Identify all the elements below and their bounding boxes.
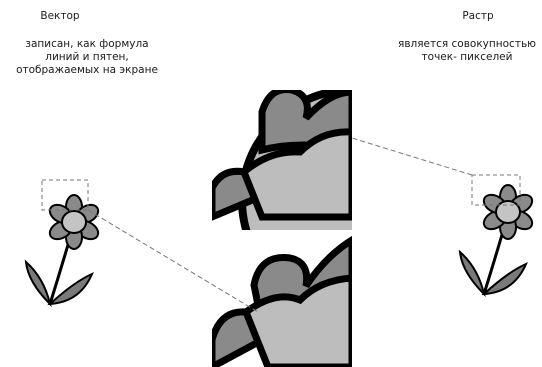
vector-connector-line (87, 209, 259, 313)
raster-description: является совокупностью точек- пикселей (398, 38, 536, 63)
raster-title: Растр (462, 10, 494, 22)
raster-connector-line (351, 137, 473, 176)
vector-selection-box (41, 179, 89, 211)
vector-zoom (212, 230, 352, 367)
vector-title: Вектор (40, 10, 80, 22)
zoom-panels (212, 90, 352, 367)
vector-description: записан, как формула линий и пятен, отоб… (16, 38, 158, 76)
raster-flower (458, 184, 537, 296)
raster-selection-box (471, 174, 521, 206)
